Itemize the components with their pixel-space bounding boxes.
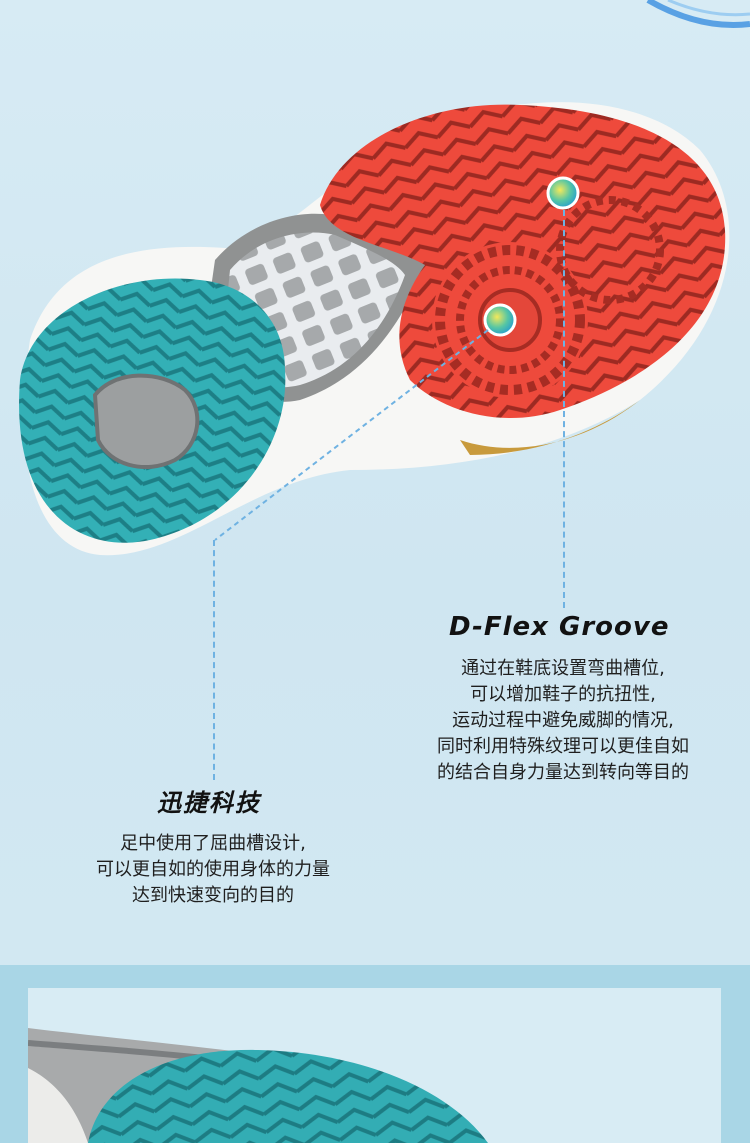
desc-line: 可以更自如的使用身体的力量 <box>96 859 330 880</box>
desc-line: 可以增加鞋子的抗扭性, <box>470 684 656 705</box>
shoe-outsole-image <box>19 0 750 556</box>
callout-line-left <box>213 540 215 780</box>
desc-line: 的结合自身力量达到转向等目的 <box>437 762 689 783</box>
feature-title-agility: 迅捷科技 <box>157 789 261 817</box>
feature-desc-agility: 足中使用了屈曲槽设计, 可以更自如的使用身体的力量 达到快速变向的目的 <box>60 831 366 909</box>
shoe-closeup-image <box>28 1028 488 1143</box>
hotspot-marker-icon[interactable] <box>546 176 580 210</box>
desc-line: 通过在鞋底设置弯曲槽位, <box>461 658 665 679</box>
desc-line: 达到快速变向的目的 <box>132 885 294 906</box>
callout-line-right <box>563 210 565 608</box>
desc-line: 同时利用特殊纹理可以更佳自如 <box>437 736 689 757</box>
feature-title-dflex: D-Flex Groove <box>449 612 670 642</box>
desc-line: 足中使用了屈曲槽设计, <box>120 833 306 854</box>
next-product-photo <box>28 988 721 1143</box>
feature-desc-dflex: 通过在鞋底设置弯曲槽位, 可以增加鞋子的抗扭性, 运动过程中避免威脚的情况, 同… <box>404 656 722 786</box>
hotspot-marker-icon[interactable] <box>483 303 517 337</box>
desc-line: 运动过程中避免威脚的情况, <box>452 710 674 731</box>
